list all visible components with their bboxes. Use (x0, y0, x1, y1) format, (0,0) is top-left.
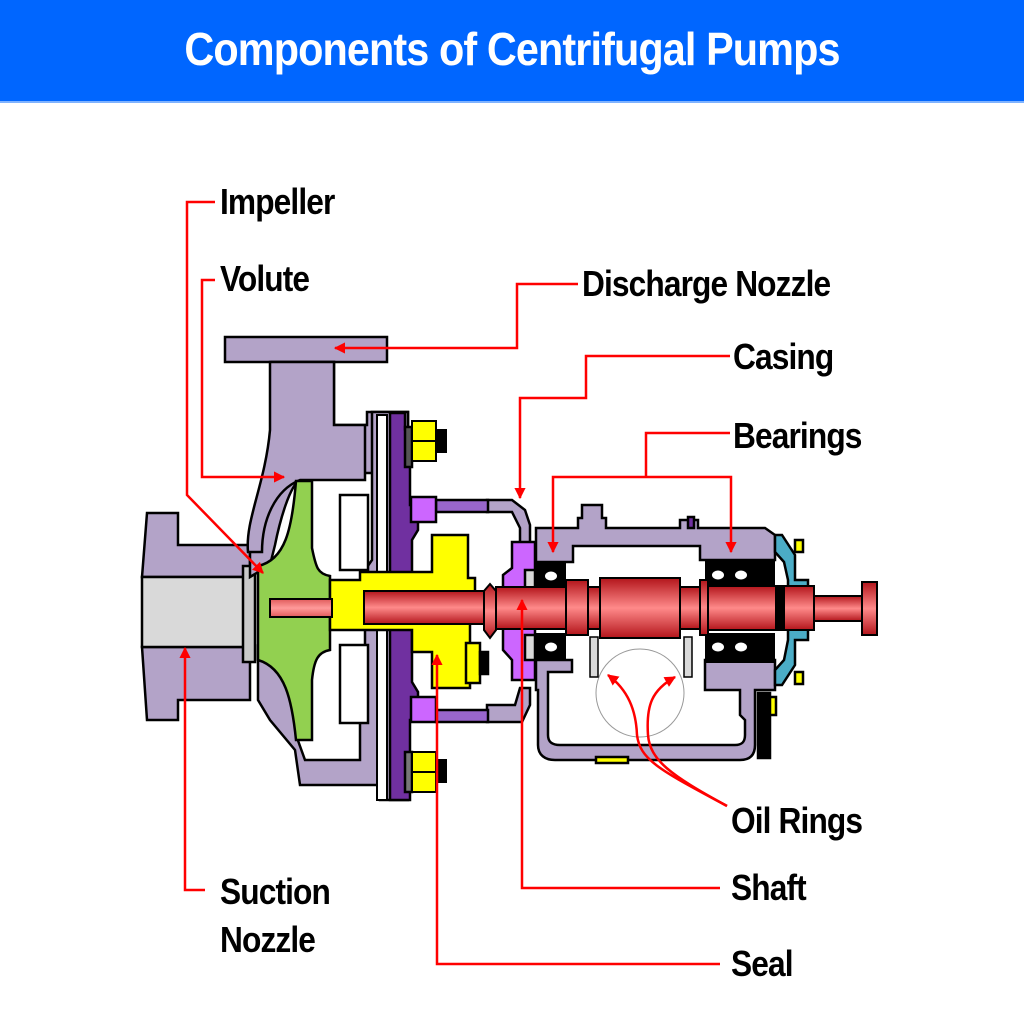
leader-suction-nozzle (179, 646, 205, 892)
leader-casing (514, 354, 730, 500)
label-oil-rings: Oil Rings (731, 800, 863, 841)
label-suction-nozzle-line2: Nozzle (220, 919, 316, 960)
flange-bolt-top (411, 420, 447, 462)
oil-ring-right (683, 636, 693, 678)
leader-bearing-left (547, 475, 646, 554)
label-bearings: Bearings (733, 415, 862, 456)
bearing-housing (534, 503, 777, 765)
label-shaft: Shaft (731, 867, 807, 908)
leader-discharge-nozzle (333, 282, 578, 354)
label-seal: Seal (731, 943, 794, 984)
leader-seal (431, 653, 720, 966)
adapter-frame (409, 495, 532, 724)
suction-nozzle (140, 511, 257, 722)
label-volute: Volute (220, 258, 310, 299)
leader-volute (200, 278, 286, 483)
label-impeller: Impeller (220, 181, 335, 222)
title-banner (0, 0, 1024, 103)
shaft (269, 577, 878, 640)
page-title: Components of Centrifugal Pumps (184, 23, 840, 75)
leader-impeller (185, 200, 264, 574)
label-discharge-nozzle: Discharge Nozzle (582, 263, 831, 304)
label-casing: Casing (733, 336, 834, 377)
leader-lines (179, 200, 737, 966)
label-suction-nozzle-line1: Suction (220, 871, 331, 912)
bearing-inboard (536, 562, 566, 661)
oil-ring-detail-circle (595, 648, 685, 738)
leader-bearings-stem (644, 431, 730, 477)
volute-casing (223, 335, 410, 802)
leader-bearing-right (646, 475, 737, 554)
leader-oil-ring-right (646, 675, 728, 808)
flange-bolt-bottom (411, 751, 447, 793)
pump-diagram (140, 200, 878, 966)
leader-shaft (516, 598, 720, 890)
oil-ring-left (589, 636, 599, 678)
leader-oil-ring-left (607, 674, 728, 808)
